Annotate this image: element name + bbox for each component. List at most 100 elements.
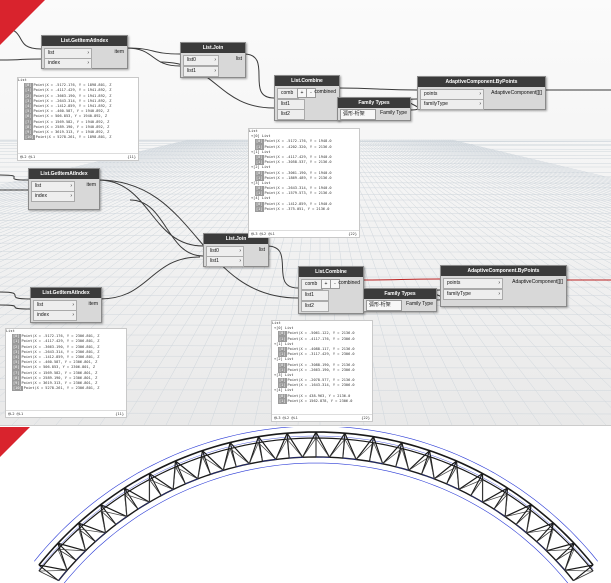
node-list-combine-2[interactable]: List.Combine comb + - list1 list2 combin… (298, 266, 364, 314)
input-port-list1[interactable]: list1 (301, 290, 329, 301)
preview-value: Point(X = 1569.582, Y = 1940.892, Z (33, 119, 110, 124)
input-port-list2[interactable]: list2 (277, 109, 305, 120)
node-adaptive-component-by-points-2[interactable]: AdaptiveComponent.ByPoints points› famil… (440, 265, 567, 307)
input-port-index[interactable]: index› (33, 310, 77, 321)
preview-line: [3]Point(X = -2643.314, Y = 1941.892, Z (18, 98, 138, 104)
preview-line: [1]Point(X = -4117.429, Y = 1941.892, Z (18, 88, 138, 94)
input-port-family-type[interactable]: familyType› (443, 289, 503, 300)
output-port-list[interactable]: list (258, 247, 265, 253)
preview-value: Point(X = -3088.190, Y = 2136.0 (287, 362, 355, 367)
input-port-list2[interactable]: list2 (301, 301, 329, 312)
input-port-list1[interactable]: list1› (183, 66, 219, 77)
preview-value: Point(X = -1869.489, Y = 2136.0 (264, 175, 332, 180)
output-port-combined[interactable]: combined (314, 89, 336, 95)
preview-line: ▾[2] List (249, 165, 359, 170)
output-port-combined[interactable]: combined (338, 280, 360, 286)
list-index-badge: [6] (12, 365, 21, 371)
node-list-combine-1[interactable]: List.Combine comb + - list1 list2 combin… (274, 75, 340, 121)
preview-bubble-3[interactable]: List[0]Point(X = -5172.176, Y = 2306.801… (5, 328, 127, 418)
preview-value: Point(X = -1579.573, Y = 2136.0 (264, 191, 332, 196)
preview-value: Point(X = -1412.859, Y = 2306.801, Z (21, 354, 100, 359)
family-type-dropdown[interactable]: 弧形-桁架 (340, 109, 376, 120)
preview-value: ▾[2] List (274, 357, 294, 362)
node-title: Family Types (338, 98, 410, 108)
preview-value: Point(X = -3058.537, Y = 2136.0 (264, 160, 332, 165)
preview-line: [7]Point(X = 1569.582, Y = 2306.801, Z (6, 370, 126, 376)
output-port-adaptive-component[interactable]: AdaptiveComponent[][] (491, 90, 542, 96)
remove-input-button[interactable]: - (306, 88, 316, 98)
family-type-dropdown[interactable]: 弧形-桁架 (366, 300, 402, 311)
chevron-right-icon: › (479, 91, 481, 97)
node-get-item-at-index-2[interactable]: List.GetItemAtIndex list› index› item (28, 168, 100, 210)
preview-line: [1]Point(X = -2663.190, Y = 2306.0 (272, 367, 372, 373)
list-index-badge: [1] (278, 352, 287, 358)
preview-header: List (249, 129, 258, 133)
node-get-item-at-index-3[interactable]: List.GetItemAtIndex list› index› item (30, 287, 102, 323)
preview-header: List (18, 78, 27, 82)
output-port-family-type[interactable]: Family Type (380, 110, 407, 116)
preview-line: [0]Point(X = -1412.859, Y = 1940.0 (249, 201, 359, 207)
input-port-list1[interactable]: list1› (206, 256, 244, 267)
preview-line: ▾[3] List (249, 181, 359, 186)
input-port-index[interactable]: index› (31, 191, 75, 202)
input-port-index[interactable]: index› (44, 58, 92, 69)
preview-value: ▾[4] List (251, 196, 271, 201)
node-list-join-2[interactable]: List.Join list0› list1› list (203, 233, 269, 267)
input-port-family-type[interactable]: familyType› (420, 99, 484, 110)
input-port-points[interactable]: points› (443, 278, 503, 289)
list-index-badge: [8] (24, 124, 33, 130)
input-port-comb[interactable]: comb (277, 88, 299, 99)
preview-line: [5]Point(X = -460.587, Y = 2306.801, Z (6, 360, 126, 366)
preview-line: [1]Point(X = -4117.176, Y = 2306.0 (272, 336, 372, 342)
node-family-types-1[interactable]: Family Types 弧形-桁架 Family Type (337, 97, 411, 121)
preview-line: [9]Point(X = 3619.313, Y = 2306.801, Z (6, 380, 126, 387)
output-port-item[interactable]: item (86, 182, 96, 188)
output-port-family-type[interactable]: Family Type (406, 301, 433, 307)
preview-line: [0]Point(X = -5172.176, Y = 2306.801, Z (6, 334, 126, 340)
preview-value: Point(X = 506.853, Y = 2306.801, Z (21, 365, 96, 370)
preview-bubble-1[interactable]: List[0]Point(X = -5172.176, Y = 1898.801… (17, 77, 139, 161)
node-title: List.Combine (275, 76, 339, 86)
node-list-join-1[interactable]: List.Join list0› list1› list (180, 42, 246, 78)
preview-line: ▾[0] List (272, 326, 372, 331)
list-levels: @L3 @L2 @L1 (274, 416, 298, 420)
output-port-item[interactable]: item (114, 49, 124, 55)
list-index-badge: [0] (255, 139, 264, 145)
list-count: {22} (348, 232, 357, 236)
preview-value: Point(X = -2663.190, Y = 2306.0 (287, 367, 355, 372)
preview-value: Point(X = -1412.859, Y = 1941.892, Z (33, 103, 112, 108)
node-adaptive-component-by-points-1[interactable]: AdaptiveComponent.ByPoints points› famil… (417, 76, 546, 110)
preview-value: Point(X = 2589.190, Y = 1940.892, Z (33, 124, 110, 129)
preview-line: ▾[4] List (249, 196, 359, 201)
preview-value: ▾[4] List (274, 388, 294, 393)
output-port-item[interactable]: item (88, 301, 98, 307)
preview-line: [1]Point(X = -3117.429, Y = 2306.0 (272, 352, 372, 358)
preview-line: [1]Point(X = -1579.573, Y = 2136.0 (249, 191, 359, 197)
dynamo-canvas[interactable]: List.GetItemAtIndex list› index› item Li… (0, 0, 611, 426)
preview-value: Point(X = -4117.429, Y = 2306.801, Z (21, 339, 100, 344)
preview-value: Point(X = -2643.314, Y = 1941.892, Z (33, 98, 112, 103)
input-port-comb[interactable]: comb (301, 279, 323, 290)
output-port-list[interactable]: list (235, 56, 242, 62)
preview-bubble-4[interactable]: List▾[0] List[0]Point(X = -5061.122, Y =… (271, 320, 373, 422)
preview-line: [1]Point(X = -3058.537, Y = 2136.0 (249, 160, 359, 166)
list-index-badge: [1] (24, 88, 33, 94)
list-index-badge: [3] (24, 98, 33, 104)
preview-value: Point(X = -3663.190, Y = 2306.801, Z (21, 344, 100, 349)
output-port-adaptive-component[interactable]: AdaptiveComponent[][] (512, 279, 563, 285)
list-index-badge: [9] (24, 129, 33, 136)
arched-truss-model (34, 427, 598, 583)
node-family-types-2[interactable]: Family Types 弧形-桁架 Family Type (363, 288, 437, 312)
preview-value: Point(X = -5172.176, Y = 1948.0 (264, 139, 332, 144)
preview-bubble-2[interactable]: List▾[0] List[0]Point(X = -5172.176, Y =… (248, 128, 360, 238)
preview-line: [4]Point(X = -1412.859, Y = 1941.892, Z (18, 103, 138, 110)
list-index-badge: [0] (255, 186, 264, 192)
node-get-item-at-index-1[interactable]: List.GetItemAtIndex list› index› item (41, 35, 128, 69)
preview-value: Point(X = -4117.429, Y = 1941.892, Z (33, 88, 112, 93)
list-index-badge: [0] (278, 346, 287, 353)
input-port-list0[interactable]: list0› (183, 55, 219, 66)
remove-input-button[interactable]: - (330, 279, 340, 289)
list-levels: @L3 @L2 @L1 (251, 232, 275, 236)
node-title: List.GetItemAtIndex (29, 169, 99, 179)
chevron-right-icon: › (70, 193, 72, 199)
